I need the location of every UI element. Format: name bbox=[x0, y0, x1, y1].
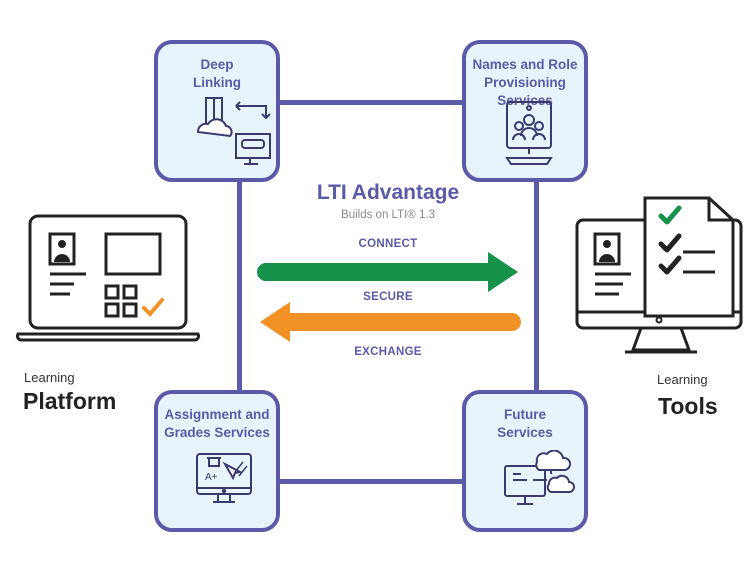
connect-arrow-icon bbox=[257, 252, 518, 292]
lti-advantage-title: LTI Advantage bbox=[316, 181, 460, 204]
card-names-roles-title: Names and Role Provisioning Services bbox=[472, 57, 578, 108]
svg-text:A+: A+ bbox=[205, 472, 218, 483]
card-future-services: Future Services bbox=[462, 390, 588, 532]
exchange-label: EXCHANGE bbox=[354, 346, 422, 358]
platform-small-label: Learning bbox=[24, 370, 75, 385]
tools-small-label: Learning bbox=[657, 372, 708, 387]
server-cloud-monitor-icon bbox=[197, 97, 271, 165]
lti-advantage-subtitle: Builds on LTI® 1.3 bbox=[341, 209, 435, 221]
cloud-network-monitor-icon bbox=[504, 450, 575, 505]
tools-big-label: Tools bbox=[658, 393, 718, 419]
card-assignment-grades-title: Assignment and Grades Services bbox=[164, 407, 270, 440]
card-deep-linking: Deep Linking bbox=[154, 40, 280, 182]
secure-label: SECURE bbox=[363, 291, 413, 303]
video-conference-users-icon bbox=[505, 101, 553, 165]
grade-monitor-icon: A+ bbox=[196, 453, 252, 503]
monitor-checklist-icon bbox=[575, 196, 743, 354]
card-names-roles: Names and Role Provisioning Services bbox=[462, 40, 588, 182]
card-assignment-grades: Assignment and Grades Services A+ bbox=[154, 390, 280, 532]
card-future-services-title: Future Services bbox=[497, 407, 553, 440]
platform-big-label: Platform bbox=[23, 388, 117, 414]
card-deep-linking-title: Deep Linking bbox=[193, 57, 241, 90]
lti-frame bbox=[237, 100, 539, 484]
exchange-arrow-icon bbox=[260, 302, 521, 342]
laptop-icon bbox=[15, 214, 201, 342]
connect-label: CONNECT bbox=[358, 238, 418, 250]
